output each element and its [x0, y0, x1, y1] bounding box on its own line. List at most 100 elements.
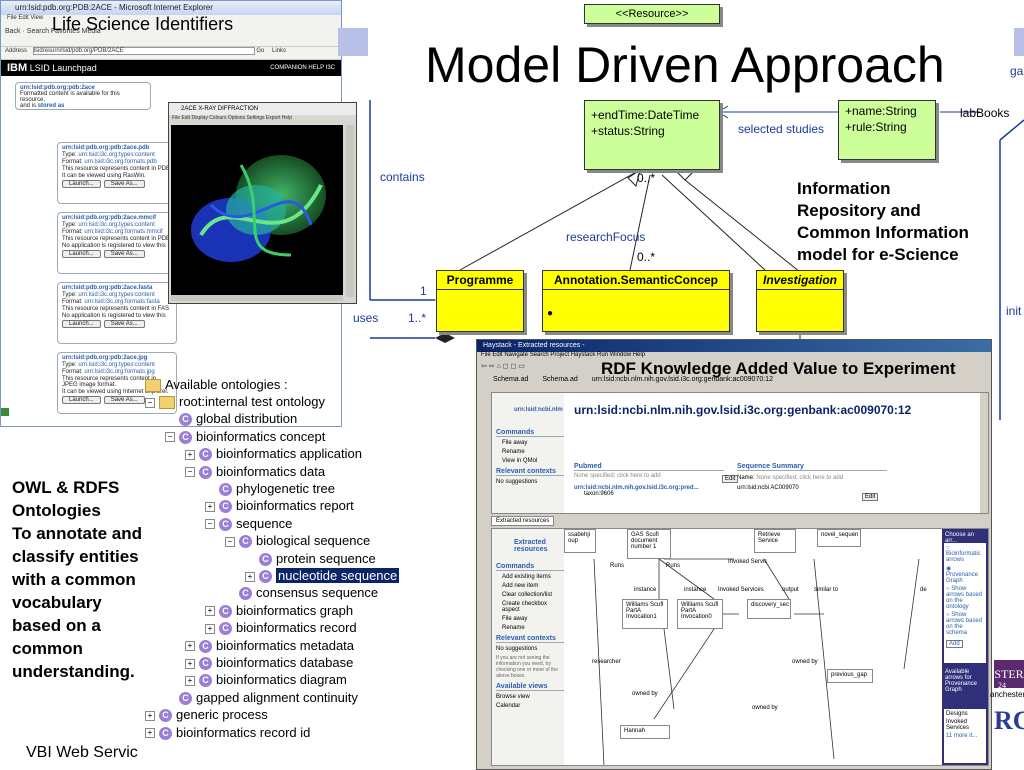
save-as-button[interactable]: Save As...	[103, 396, 145, 404]
expand-icon[interactable]: +	[205, 606, 215, 617]
graph-node[interactable]: Williams Scufl PartA Invocation1	[622, 599, 668, 629]
expand-icon[interactable]: +	[205, 501, 215, 512]
arrow-designs[interactable]: Designs	[946, 711, 968, 717]
expand-icon[interactable]: +	[185, 675, 195, 686]
cmd-add-existing[interactable]: Add existing items	[502, 574, 551, 580]
haystack-toolbar[interactable]: ⇦ ⇨ ⌂ ◻ ◻ ▭	[481, 363, 525, 370]
sub-urn[interactable]: urn:lsid:ncbi.nlm.nih.gov.lsid.i3c.org:p…	[574, 485, 699, 491]
launch-button[interactable]: Launch...	[62, 250, 101, 258]
type-value[interactable]: urn:lsid:i3c.org:types:content	[78, 362, 155, 368]
seq-edit-button[interactable]: Edit	[862, 493, 879, 501]
cmd-file-away[interactable]: File away	[502, 440, 528, 446]
card-urn[interactable]: urn:lsid:pdb.org:pdb:2ace.jpg	[62, 355, 148, 361]
format-value[interactable]: urn:lsid:i3c.org:formats:pdb	[84, 159, 157, 165]
cmd-add-new[interactable]: Add new item	[502, 583, 539, 589]
resource-scrollbar[interactable]	[980, 393, 988, 513]
graph-node[interactable]: ssabehji oup	[564, 529, 596, 553]
ie-toolbar-buttons[interactable]: Back · Search Favorites Media	[5, 28, 101, 35]
xray-hscrollbar[interactable]	[171, 295, 343, 301]
collapse-icon[interactable]: −	[185, 467, 195, 478]
cmd-clear[interactable]: Clear collection/list	[502, 592, 553, 598]
cmd-create-checkbox[interactable]: Create checkbox aspect	[502, 601, 548, 613]
collapse-icon[interactable]: −	[205, 519, 215, 530]
card-urn[interactable]: urn:lsid:pdb.org:pdb:2ace.mmcif	[62, 215, 157, 221]
format-value[interactable]: urn:lsid:i3c.org:formats:jpg	[84, 369, 155, 375]
top-card-urn[interactable]: urn:lsid:pdb.org:pdb:2ace	[20, 85, 95, 91]
option-schema[interactable]: ○ Show arrows based on the schema	[946, 612, 983, 636]
option-bioinformatic[interactable]: ○ Bioinformatic arrows	[946, 545, 981, 563]
save-as-button[interactable]: Save As...	[103, 320, 145, 328]
launch-button[interactable]: Launch...	[62, 320, 101, 328]
uml-investigation-class[interactable]: Investigation	[756, 270, 844, 332]
launch-button[interactable]: Launch...	[62, 396, 101, 404]
seq-name-value[interactable]: None specified; click here to add	[756, 475, 844, 481]
uml-studies-class[interactable]: +endTime:DateTime +status:String	[584, 100, 720, 170]
type-value[interactable]: urn:lsid:i3c.org:types:content	[78, 292, 155, 298]
xray-scrollbar[interactable]	[346, 125, 354, 297]
ontology-node[interactable]: −root:internal test ontology	[145, 393, 325, 410]
expand-icon[interactable]: +	[245, 571, 255, 582]
expand-icon[interactable]: +	[145, 710, 155, 721]
add-arrow-button[interactable]: Add	[946, 640, 963, 648]
expand-icon[interactable]: +	[205, 623, 215, 634]
arrow-invoked[interactable]: Invoked Services	[946, 719, 970, 731]
protein-structure-view[interactable]	[171, 125, 343, 297]
format-value[interactable]: urn:lsid:i3c.org:formats:fasta	[84, 299, 160, 305]
pubmed-edit-button[interactable]: Edit	[722, 475, 739, 483]
tab-schema-2[interactable]: Schema.ad	[542, 376, 578, 383]
card-urn[interactable]: urn:lsid:pdb.org:pdb:2ace.fasta	[62, 285, 153, 291]
xray-menubar[interactable]: File Edit Display Colours Options Settin…	[172, 115, 293, 121]
uml-labbook-class[interactable]: +name:String +rule:String	[838, 100, 936, 160]
stored-as-link[interactable]: stored as	[37, 103, 65, 109]
graph-node[interactable]: GAS Scufl document number 1	[627, 529, 671, 559]
haystack-menubar[interactable]: File Edit Navigate Search Project Haysta…	[481, 352, 646, 358]
expand-icon[interactable]: +	[185, 641, 195, 652]
ie-menubar[interactable]: File Edit View	[1, 15, 341, 25]
banner-right[interactable]: COMPANION HELP I3C	[270, 65, 335, 71]
option-provenance[interactable]: ◉ Provenance Graph	[946, 566, 979, 584]
cmd-view-qmol[interactable]: View in QMol	[502, 458, 538, 464]
format-value[interactable]: urn:lsid:i3c.org:formats:mmcif	[84, 229, 163, 235]
save-as-button[interactable]: Save As...	[103, 180, 145, 188]
type-value[interactable]: urn:lsid:i3c.org:types:content	[78, 222, 155, 228]
uml-annotation-class[interactable]: Annotation.SemanticConcep ●	[542, 270, 730, 332]
graph-node[interactable]: Williams Scufl PartA Invocation0	[677, 599, 723, 629]
graph-node[interactable]: Retrieve Service	[754, 529, 796, 553]
cmd-rename[interactable]: Rename	[502, 449, 525, 455]
graph-node[interactable]: Hannah	[620, 725, 670, 739]
expand-icon[interactable]: +	[185, 449, 195, 460]
collapse-icon[interactable]: −	[165, 432, 175, 443]
cmd-file-away[interactable]: File away	[502, 616, 528, 622]
tab-extracted[interactable]: Extracted resources	[491, 516, 555, 526]
uml-resource-stereotype[interactable]: <<Resource>>	[584, 4, 720, 24]
type-value[interactable]: urn:lsid:i3c.org:types:content	[78, 152, 155, 158]
expand-icon[interactable]: +	[145, 728, 155, 739]
tab-genbank[interactable]: urn:lsid:ncbi.nlm.nih.gov.lsid.i3c.org:g…	[591, 376, 773, 383]
view-browse[interactable]: Browse view	[496, 694, 530, 700]
graph-node[interactable]: discovery_sec	[747, 599, 791, 619]
graph-node[interactable]: novel_sequen	[817, 529, 861, 547]
collapse-icon[interactable]: −	[225, 536, 235, 547]
collapse-icon[interactable]: −	[145, 397, 155, 408]
cmd-rename[interactable]: Rename	[502, 625, 525, 631]
address-input[interactable]: lsidresurn/lsid/pdb.org/PDB/2ACE	[32, 47, 255, 55]
expand-icon[interactable]: +	[185, 658, 195, 669]
save-as-button[interactable]: Save As...	[103, 250, 145, 258]
